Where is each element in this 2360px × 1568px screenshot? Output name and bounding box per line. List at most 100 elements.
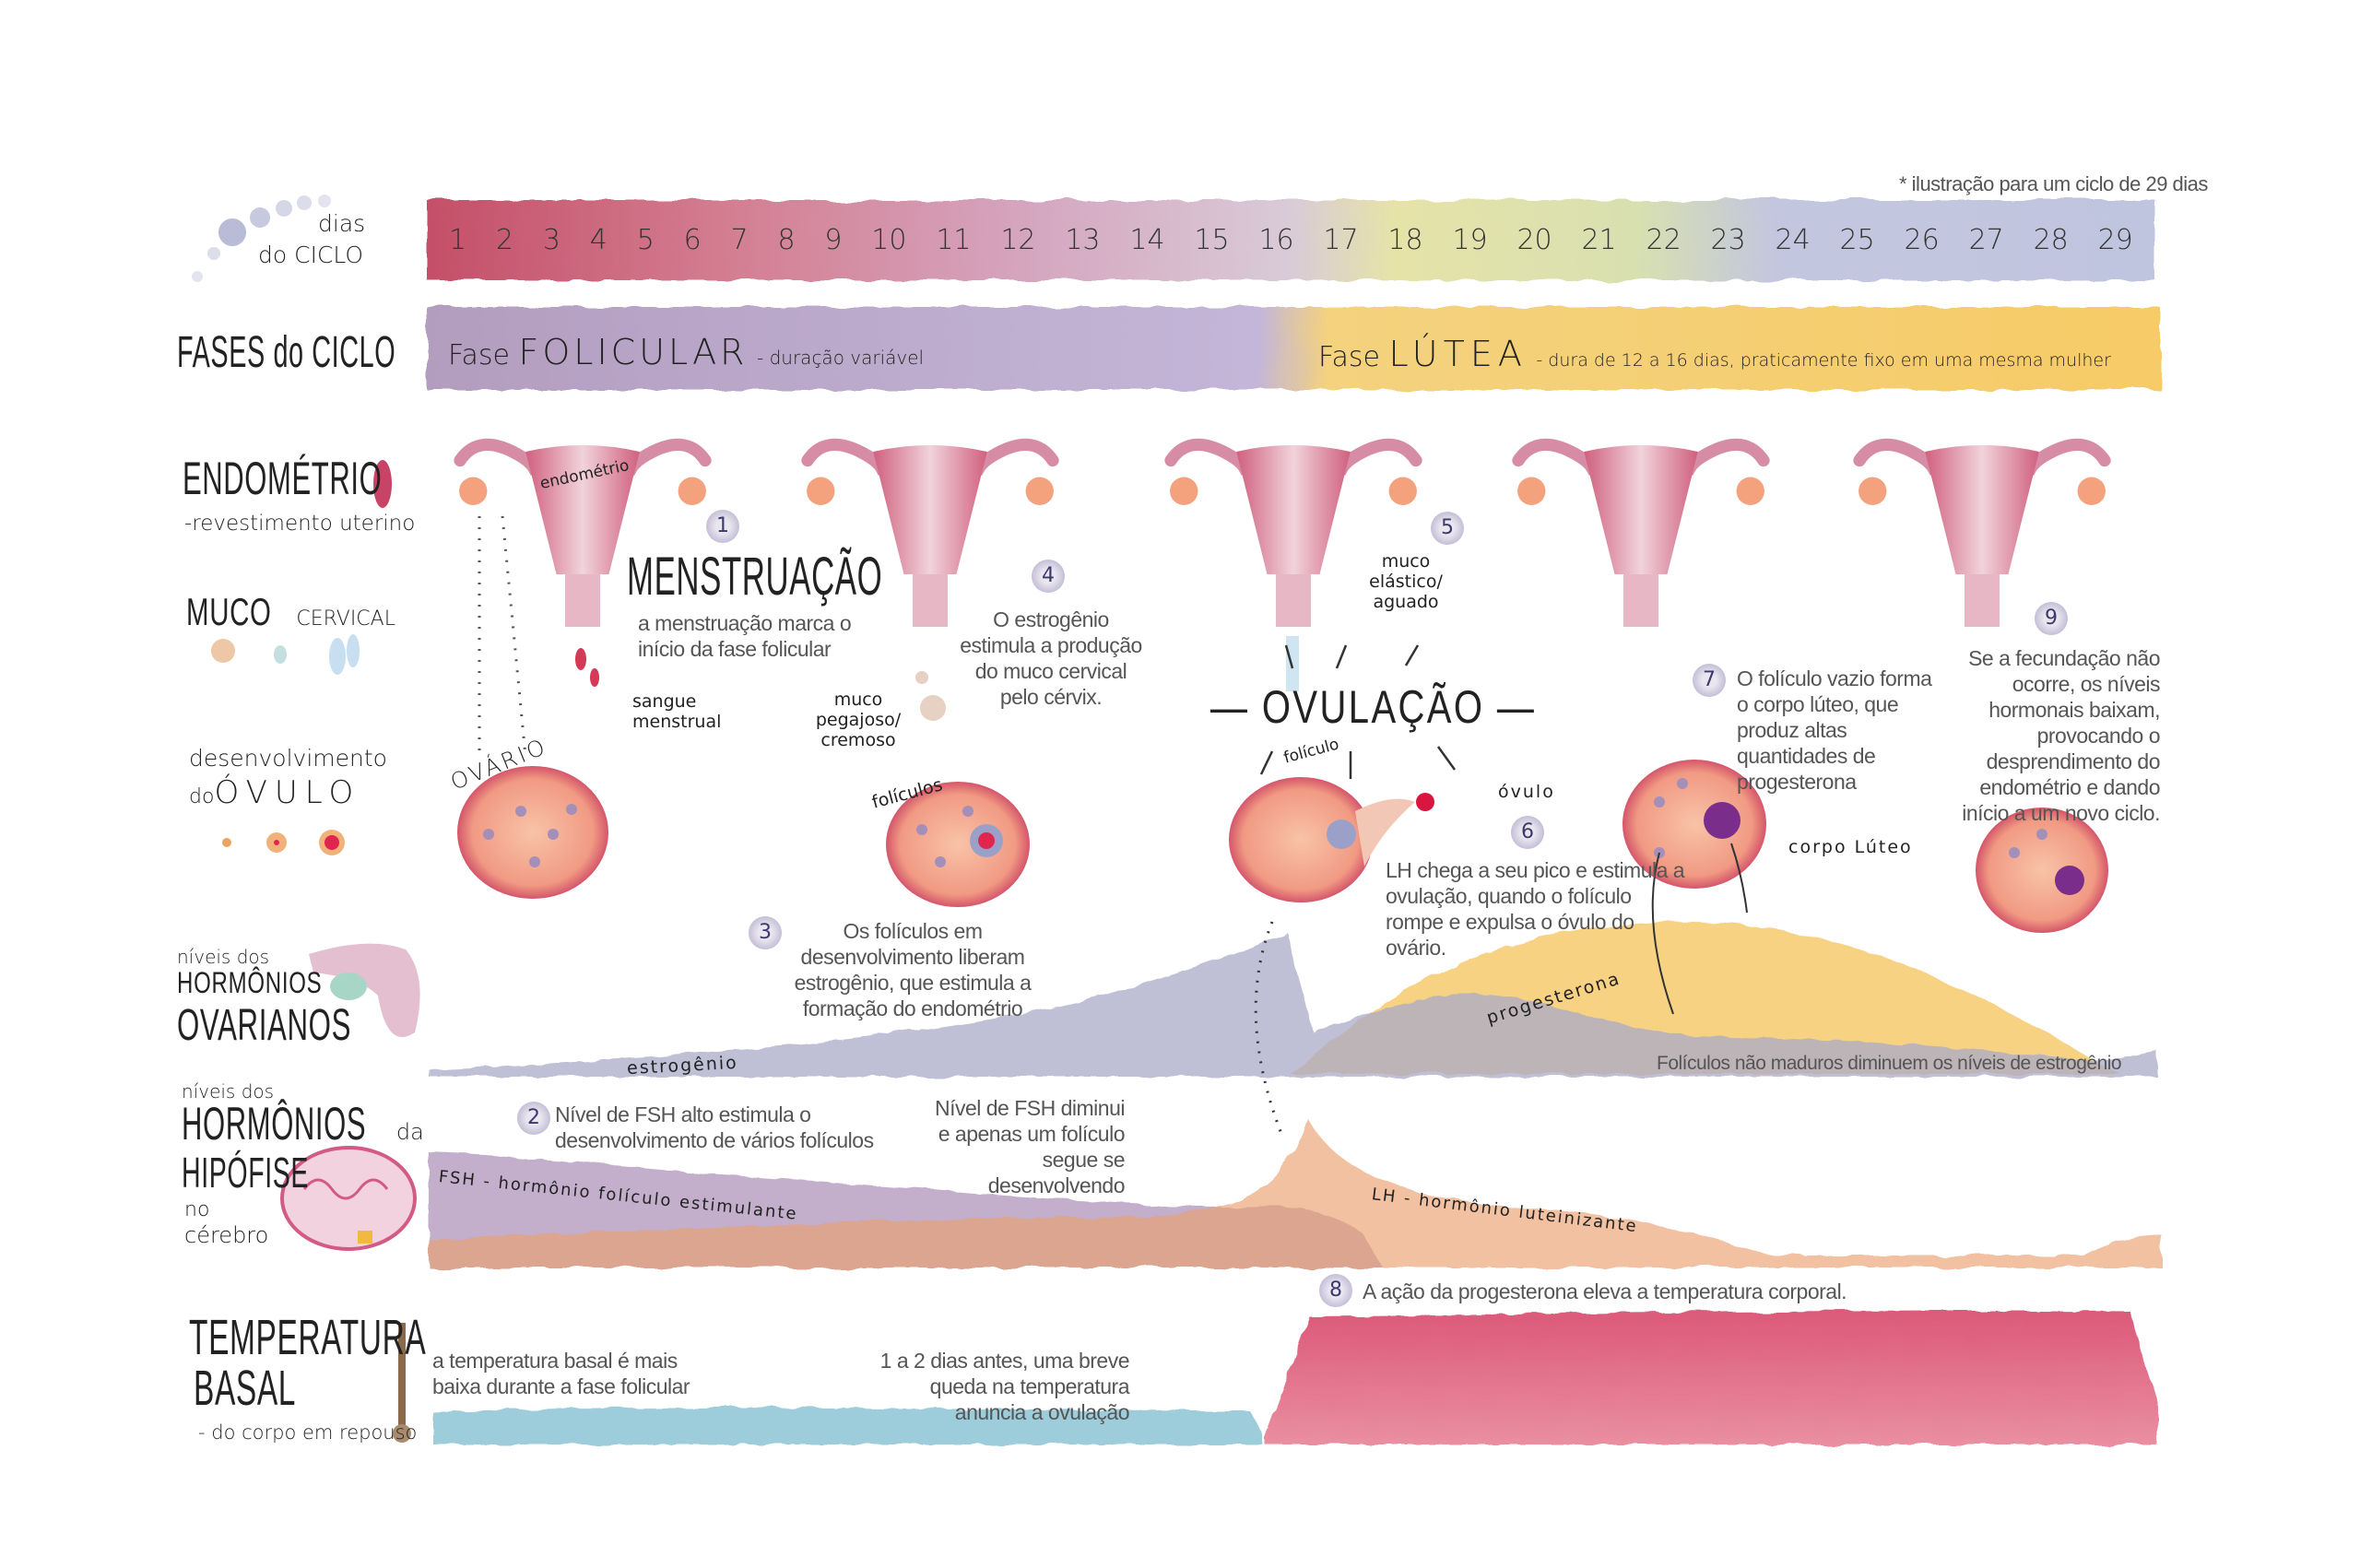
day-24: 24	[1775, 224, 1811, 256]
day-15: 15	[1194, 224, 1230, 256]
label-temp-drop: 1 a 2 dias antes, uma breve queda na tem…	[879, 1349, 1130, 1424]
luteal-desc: - dura de 12 a 16 dias, praticamente fix…	[1536, 350, 2111, 371]
day-23: 23	[1710, 224, 1746, 256]
ovary-2	[886, 782, 1030, 907]
pituitary-l3: HIPÓFISE	[182, 1149, 310, 1197]
mucus-title-sub: CERVICAL	[296, 607, 395, 631]
day-18: 18	[1387, 224, 1423, 256]
pituitary-l2-main: HORMÔNIOS	[182, 1098, 367, 1149]
day-13: 13	[1065, 224, 1101, 256]
step-4-text: O estrogênio estimula a produção do muco…	[960, 607, 1142, 709]
ovum-line2: doÓVULO	[189, 774, 360, 811]
label-sticky-mucus: muco pegajoso/ cremoso	[815, 690, 902, 750]
ovum-stages-icon	[222, 830, 345, 855]
lh-curve	[429, 1120, 2162, 1267]
menstrual-blood-icon	[575, 648, 599, 687]
luteal-name: LÚTEA	[1388, 334, 1528, 374]
day-10: 10	[871, 224, 907, 256]
brain-icon	[280, 1146, 417, 1251]
days-header-line2: do CICLO	[258, 242, 364, 268]
mucus-title: MUCO CERVICAL	[186, 590, 395, 634]
ovum-line1: desenvolvimento	[189, 745, 387, 772]
label-menstrual-blood: sangue menstrual	[632, 691, 722, 732]
follicular-phase: Fase FOLICULAR - duração variável	[448, 332, 924, 372]
ovarian-l3: OVARIANOS	[177, 1001, 352, 1050]
label-ovulation: — OVULAÇÃO —	[1210, 681, 1537, 733]
day-26: 26	[1904, 224, 1940, 256]
step-3-badge: 3	[749, 916, 782, 949]
estrogen-curve	[429, 931, 2157, 1077]
day-14: 14	[1129, 224, 1165, 256]
step-8-text: A ação da progesterona eleva a temperatu…	[1363, 1279, 1847, 1303]
ovum-line2-main: ÓVULO	[214, 774, 361, 811]
step-7-text: O folículo vazio forma o corpo lúteo, qu…	[1737, 666, 1932, 794]
moon-phases-icon	[192, 195, 331, 282]
step-9-badge: 9	[2035, 602, 2068, 635]
temperature-l2: BASAL	[194, 1361, 297, 1416]
cycle-phases-bar	[427, 307, 2160, 390]
label-immature-follicles: Folículos não maduros diminuem os níveis…	[1657, 1053, 2122, 1074]
day-1: 1	[449, 224, 467, 256]
label-menstruation: MENSTRUAÇÃO	[627, 547, 883, 607]
day-22: 22	[1646, 224, 1682, 256]
endometrium-drop-icon	[373, 460, 392, 508]
phases-label: FASES do CICLO	[177, 328, 396, 377]
day-20: 20	[1516, 224, 1552, 256]
day-12: 12	[1000, 224, 1036, 256]
step-7-badge: 7	[1693, 664, 1726, 697]
pituitary-l2-da: da	[395, 1119, 424, 1145]
cervical-mucus-creamy-icon	[915, 671, 946, 721]
step-2-text: Nível de FSH alto estimula o desenvolvim…	[555, 1102, 874, 1152]
cervical-mucus-watery-icon	[1286, 636, 1299, 691]
step-2-badge: 2	[517, 1102, 550, 1135]
temperature-l3: - do corpo em repouso	[198, 1421, 418, 1444]
day-4: 4	[589, 224, 608, 256]
temperature-l1: TEMPERATURA	[189, 1310, 427, 1365]
day-25: 25	[1839, 224, 1875, 256]
day-27: 27	[1968, 224, 2004, 256]
step-1-text: a menstruação marca o início da fase fol…	[638, 611, 852, 661]
day-7: 7	[730, 224, 749, 256]
days-header-line1: dias	[318, 210, 366, 237]
cycle-days-bar	[427, 200, 2155, 280]
endometrium-title: ENDOMÉTRIO	[183, 453, 383, 504]
ovary-regressing	[1976, 808, 2108, 933]
step-1-badge: 1	[706, 510, 739, 543]
label-ovum: óvulo	[1498, 782, 1555, 802]
uterus-late-luteal	[1858, 444, 2106, 627]
step-3-text: Os folículos em desenvolvimento liberam …	[794, 919, 1032, 1020]
ovary-ovulation	[1229, 777, 1434, 902]
day-19: 19	[1452, 224, 1488, 256]
day-16: 16	[1258, 224, 1294, 256]
label-elastic-mucus: muco elástico/ aguado	[1369, 551, 1443, 612]
pituitary-l4: no	[184, 1198, 210, 1221]
step-6-badge: 6	[1511, 816, 1544, 849]
step-9-text: Se a fecundação não ocorre, os níveis ho…	[1962, 646, 2160, 825]
label-basal-temp: a temperatura basal é mais baixa durante…	[432, 1349, 690, 1398]
day-2: 2	[495, 224, 514, 256]
step-4-badge: 4	[1032, 560, 1065, 593]
ovulation-rays-icon	[1259, 644, 1457, 779]
pituitary-l2: HORMÔNIOS da	[182, 1097, 479, 1150]
day-29: 29	[2097, 224, 2133, 256]
step-8-badge: 8	[1319, 1274, 1352, 1307]
thermometer-icon	[393, 1323, 411, 1443]
uterus-luteal	[1517, 444, 1764, 627]
pituitary-l5: cérebro	[184, 1222, 269, 1248]
label-fsh-decreases: Nível de FSH diminui e apenas um folícul…	[934, 1096, 1126, 1197]
ovary-1	[457, 766, 608, 899]
day-28: 28	[2033, 224, 2069, 256]
temperature-low-band	[433, 1407, 1263, 1444]
ovarian-l1: níveis dos	[177, 946, 270, 968]
step-5-badge: 5	[1431, 512, 1464, 545]
day-17: 17	[1323, 224, 1359, 256]
ovum-dot	[1416, 793, 1434, 811]
day-9: 9	[824, 224, 843, 256]
cycle-length-note: * ilustração para um ciclo de 29 dias	[1899, 172, 2208, 195]
follicular-desc: - duração variável	[757, 347, 925, 369]
label-corpus-luteum: corpo Lúteo	[1788, 837, 1913, 857]
pituitary-l1: níveis dos	[182, 1080, 275, 1102]
day-8: 8	[777, 224, 796, 256]
